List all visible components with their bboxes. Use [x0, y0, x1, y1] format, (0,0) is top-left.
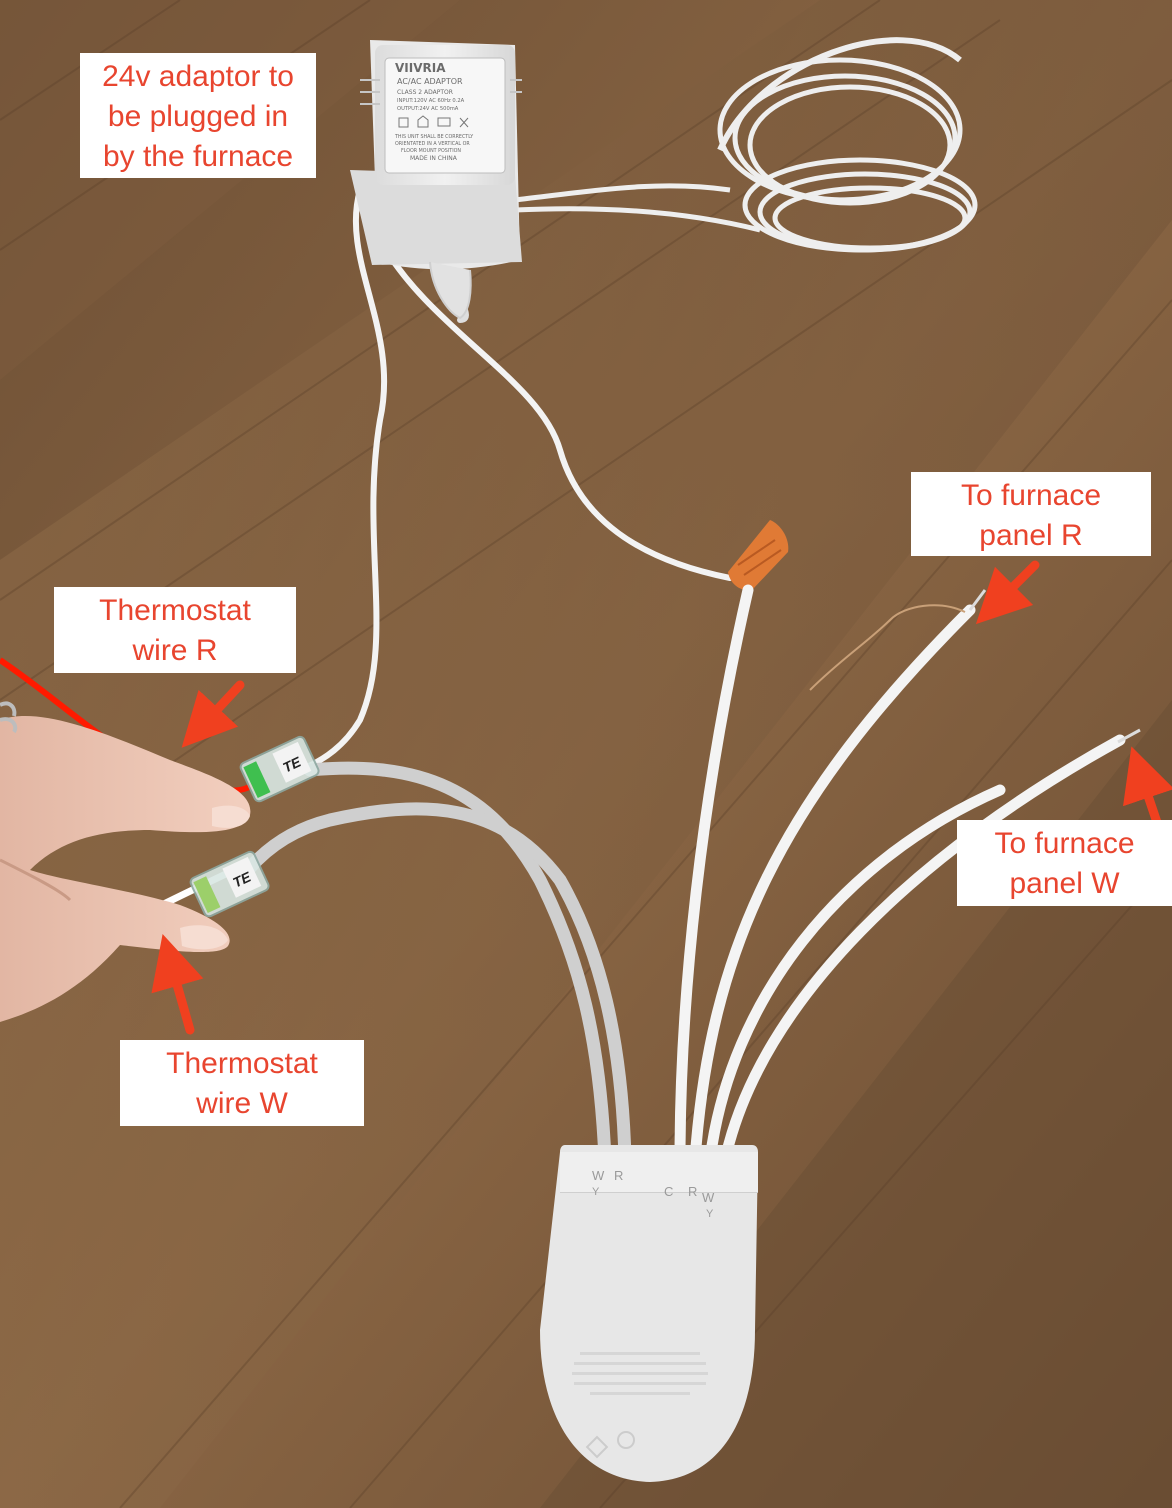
adaptor-line5: THIS UNIT SHALL BE CORRECTLY	[394, 134, 473, 140]
adaptor-line7: FLOOR MOUNT POSITION	[401, 148, 461, 154]
terminal-y-label-right: Y	[706, 1208, 714, 1220]
wire-coil	[514, 37, 978, 253]
label-furnace-w-line2: panel W	[1009, 867, 1120, 900]
certification-marks	[585, 1431, 635, 1459]
gray-cables	[241, 761, 632, 1167]
label-furnace-r: To furnace panel R	[911, 472, 1151, 556]
wire-nut	[728, 520, 789, 591]
label-thermostat-r-line1: Thermostat	[99, 594, 251, 627]
label-adaptor-line1: 24v adaptor to	[102, 60, 294, 93]
terminal-c-label: C	[664, 1184, 673, 1199]
label-thermostat-w-line1: Thermostat	[166, 1047, 318, 1080]
arrow-thermostat-w	[151, 934, 204, 1035]
adaptor-line8: MADE IN CHINA	[410, 155, 458, 162]
label-thermostat-r: Thermostat wire R	[54, 587, 296, 673]
terminal-w-label: W	[592, 1168, 605, 1183]
label-adaptor-line3: by the furnace	[102, 140, 294, 173]
ac-adaptor: VIIVRIA AC/AC ADAPTOR CLASS 2 ADAPTOR IN…	[350, 40, 522, 320]
label-furnace-r-line2: panel R	[979, 519, 1083, 552]
connector-w: TE	[189, 850, 270, 918]
connector-w-print: TE	[230, 868, 254, 890]
terminal-r2-label: R	[688, 1184, 697, 1199]
terminal-r-label: R	[614, 1168, 623, 1183]
label-adaptor-line2: be plugged in	[107, 100, 289, 133]
control-module: W Y R C R W Y	[540, 1145, 758, 1482]
adaptor-line1: AC/AC ADAPTOR	[397, 77, 463, 86]
label-thermostat-r-line2: wire R	[132, 634, 218, 667]
adaptor-brand: VIIVRIA	[395, 61, 446, 75]
label-thermostat-w: Thermostat wire W	[120, 1040, 364, 1126]
label-furnace-w-line1: To furnace	[994, 827, 1135, 860]
adaptor-line2: CLASS 2 ADAPTOR	[397, 89, 453, 96]
connector-r: TE	[239, 735, 320, 803]
terminal-y-label-left: Y	[592, 1186, 600, 1198]
ring	[0, 701, 18, 734]
arrow-furnace-r	[975, 560, 1040, 625]
label-thermostat-w-line2: wire W	[196, 1087, 288, 1120]
terminal-w2-label: W	[702, 1190, 715, 1205]
connector-r-print: TE	[280, 753, 304, 775]
arrow-thermostat-r	[181, 680, 245, 748]
label-furnace-r-line1: To furnace	[960, 479, 1102, 512]
label-furnace-w: To furnace panel W	[957, 820, 1172, 906]
label-adaptor: 24v adaptor to be plugged in by the furn…	[80, 53, 316, 178]
adaptor-line4: OUTPUT:24V AC 500mA	[397, 106, 459, 112]
adaptor-line3: INPUT:120V AC 60Hz 0.2A	[397, 98, 465, 104]
adaptor-line6: ORIENTATED IN A VERTICAL OR	[395, 141, 470, 147]
white-wires	[674, 584, 1126, 1166]
adaptor-symbols	[398, 115, 469, 128]
